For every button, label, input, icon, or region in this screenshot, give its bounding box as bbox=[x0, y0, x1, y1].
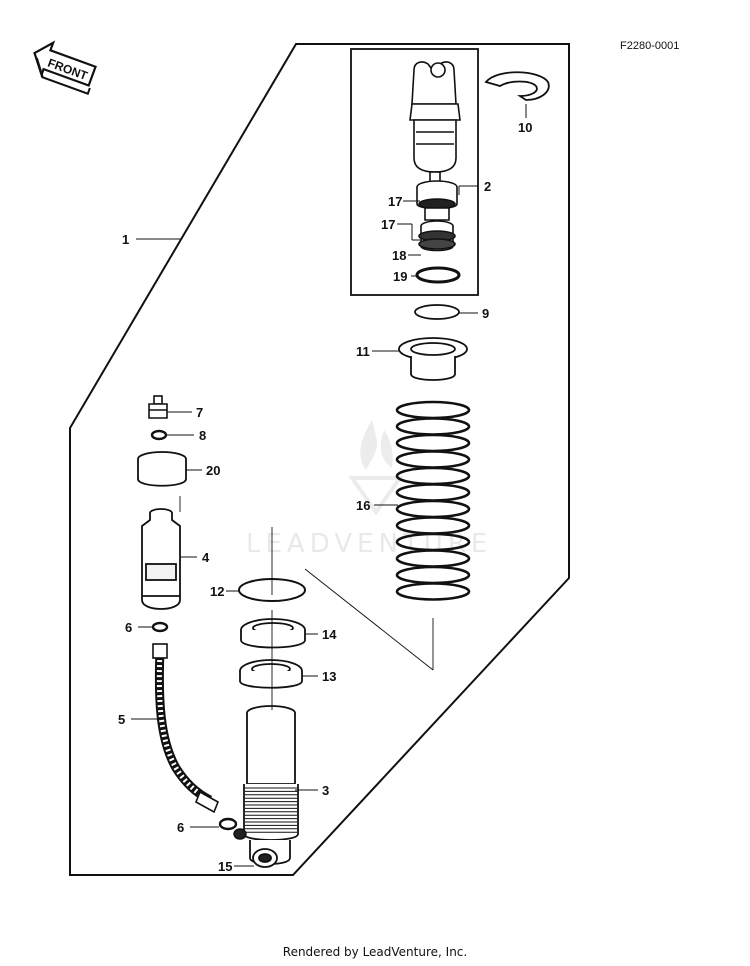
callout-17-lower: 17 bbox=[381, 217, 395, 232]
ring-19-part bbox=[415, 266, 461, 284]
spring-coil bbox=[395, 466, 471, 486]
callout-19: 19 bbox=[393, 269, 407, 284]
callout-5: 5 bbox=[118, 712, 125, 727]
callout-13: 13 bbox=[322, 669, 336, 684]
reservoir-part bbox=[141, 508, 181, 610]
diagram-code: F2280-0001 bbox=[620, 40, 679, 52]
front-arrow-icon: FRONT bbox=[33, 40, 97, 95]
shock-body-part bbox=[243, 705, 299, 865]
spring-coil bbox=[395, 565, 471, 585]
spring-coil bbox=[395, 450, 471, 469]
callout-3: 3 bbox=[322, 783, 329, 798]
spring-seat-part bbox=[398, 337, 468, 381]
guide-lines bbox=[179, 496, 434, 710]
upper-assembly-box bbox=[350, 48, 479, 296]
upper-clevis-part bbox=[409, 61, 461, 185]
lock-nut-part bbox=[240, 618, 306, 649]
callout-12: 12 bbox=[210, 584, 224, 599]
callout-15: 15 bbox=[218, 859, 232, 874]
watermark-text: LEADVENTURE bbox=[246, 529, 492, 559]
valve-part bbox=[148, 395, 168, 419]
cap-part bbox=[137, 451, 187, 487]
callout-11: 11 bbox=[356, 344, 370, 359]
spring-coil bbox=[395, 483, 471, 502]
assembly-boundary bbox=[69, 43, 570, 876]
adjust-nut-part bbox=[239, 659, 303, 689]
callout-6-lower: 6 bbox=[177, 820, 184, 835]
callout-20: 20 bbox=[206, 463, 220, 478]
spring-coil bbox=[395, 582, 471, 601]
spring-coil bbox=[395, 433, 471, 453]
washer-6-upper-part bbox=[151, 621, 169, 633]
callouts: 1 2 3 4 5 6 6 7 8 9 10 11 12 13 14 15 16… bbox=[118, 120, 532, 874]
callout-17-upper: 17 bbox=[388, 194, 402, 209]
callout-18: 18 bbox=[392, 248, 406, 263]
eye-bushing-part bbox=[252, 848, 278, 868]
callout-14: 14 bbox=[322, 627, 337, 642]
callout-1: 1 bbox=[122, 232, 129, 247]
watermark: LEADVENTURE bbox=[246, 420, 492, 559]
seal-stack-part bbox=[418, 220, 456, 252]
piston-part bbox=[416, 180, 458, 221]
spring-coil bbox=[395, 417, 471, 436]
leader-lines bbox=[131, 104, 527, 867]
callout-6-upper: 6 bbox=[125, 620, 132, 635]
fitting-part bbox=[233, 828, 247, 840]
footer-credit: Rendered by LeadVenture, Inc. bbox=[282, 945, 468, 959]
spring-coil bbox=[395, 400, 471, 420]
o-ring-part bbox=[414, 304, 460, 320]
callout-9: 9 bbox=[482, 306, 489, 321]
callout-7: 7 bbox=[196, 405, 203, 420]
coil-spring-part bbox=[395, 400, 471, 601]
clip-part bbox=[484, 71, 550, 101]
spring-coil bbox=[395, 499, 471, 519]
hose-part bbox=[152, 643, 220, 814]
washer-part bbox=[150, 429, 168, 441]
callout-4: 4 bbox=[202, 550, 210, 565]
callout-10: 10 bbox=[518, 120, 532, 135]
callout-8: 8 bbox=[199, 428, 206, 443]
callout-2: 2 bbox=[484, 179, 491, 194]
callout-16: 16 bbox=[356, 498, 370, 513]
washer-6-lower-part bbox=[218, 817, 238, 831]
